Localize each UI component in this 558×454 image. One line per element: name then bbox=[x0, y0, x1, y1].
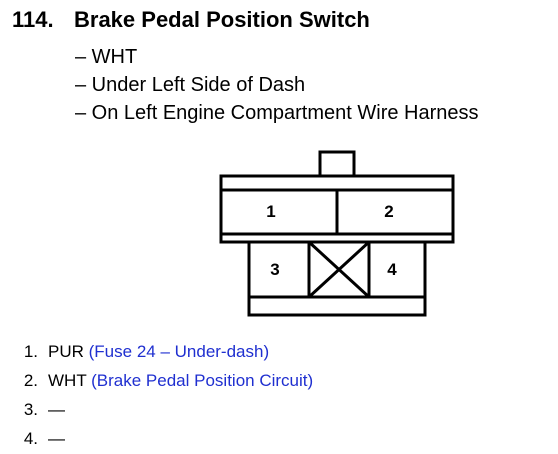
detail-location: – Under Left Side of Dash bbox=[75, 74, 306, 96]
pin-number: 4. bbox=[23, 429, 38, 448]
pin-wire: PUR bbox=[48, 342, 84, 361]
pin-description: (Fuse 24 – Under-dash) bbox=[88, 342, 270, 361]
pin-row: 1. PUR (Fuse 24 – Under-dash) bbox=[10, 337, 313, 366]
pin-wire: — bbox=[48, 400, 65, 419]
cell-1-label: 1 bbox=[266, 202, 275, 221]
pin-row: 2. WHT (Brake Pedal Position Circuit) bbox=[10, 366, 313, 395]
pin-number: 3. bbox=[23, 400, 38, 419]
connector-diagram: 1 2 3 4 bbox=[219, 150, 455, 317]
pin-number: 1. bbox=[23, 342, 38, 361]
detail-harness: – On Left Engine Compartment Wire Harnes… bbox=[75, 102, 479, 124]
pin-wire: — bbox=[48, 429, 65, 448]
connector-name: Brake Pedal Position Switch bbox=[74, 7, 370, 32]
pin-description: (Brake Pedal Position Circuit) bbox=[91, 371, 314, 390]
pin-number: 2. bbox=[23, 371, 38, 390]
connector-title: 114. Brake Pedal Position Switch bbox=[12, 7, 370, 33]
pin-row: 3. — bbox=[10, 395, 313, 424]
pin-list: 1. PUR (Fuse 24 – Under-dash) 2. WHT (Brak… bbox=[10, 337, 313, 453]
pin-wire: WHT bbox=[48, 371, 87, 390]
cell-4-label: 4 bbox=[387, 260, 397, 279]
cell-2-label: 2 bbox=[384, 202, 393, 221]
cell-3-label: 3 bbox=[270, 260, 279, 279]
locking-tab bbox=[318, 150, 356, 178]
detail-color: – WHT bbox=[75, 46, 138, 68]
connector-number: 114. bbox=[12, 7, 54, 32]
pin-row: 4. — bbox=[10, 424, 313, 453]
connector-details: – WHT – Under Left Side of Dash – On Lef… bbox=[75, 43, 479, 127]
